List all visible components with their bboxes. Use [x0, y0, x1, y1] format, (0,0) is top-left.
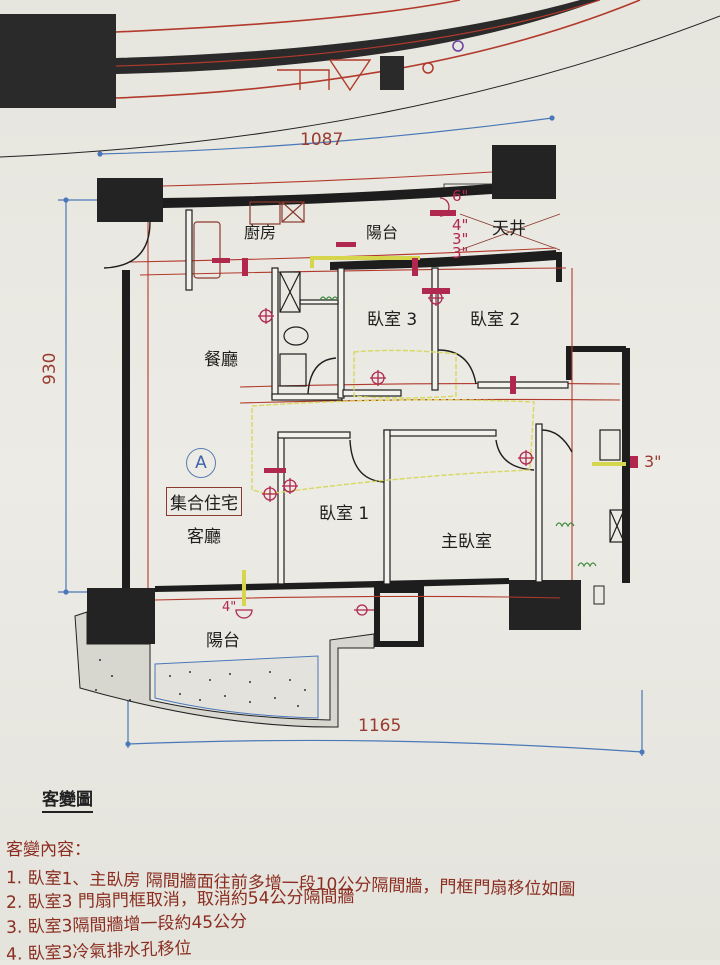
ac-coils: [319, 296, 597, 568]
unit-type-label: 集合住宅: [166, 487, 242, 516]
note-item-4: 4. 臥室3冷氣排水孔移位: [5, 938, 192, 965]
room-living: 客廳: [187, 527, 221, 547]
bathroom-fixtures: [279, 271, 625, 543]
room-bedroom-1: 臥室 1: [319, 504, 370, 524]
room-master-bedroom: 主臥室: [441, 532, 492, 552]
dimension-lines: [58, 115, 645, 756]
interior-partitions: [185, 209, 569, 585]
door-swings: [103, 221, 573, 483]
yellow-pipes: [242, 256, 626, 606]
exterior-walls: [122, 184, 630, 647]
room-dining: 餐廳: [204, 350, 238, 370]
pipe-label-4in-bottom: 4": [222, 600, 237, 615]
pipe-label-3in-right: 3": [644, 452, 662, 471]
planter-dots: [95, 659, 306, 707]
revision-clouds: [251, 349, 535, 495]
pipe-label-6in: 6": [452, 187, 469, 205]
target-symbols: [235, 197, 534, 619]
pipe-label-4in-top: 4": [452, 216, 469, 234]
room-lightwell: 天井: [492, 219, 526, 239]
room-bedroom-2: 臥室 2: [470, 310, 521, 330]
pipe-label-3in-top-b: 3": [452, 244, 469, 262]
lightwell-cross: [443, 183, 561, 251]
dimension-bottom-width: 1165: [358, 716, 402, 736]
dimension-top-width: 1087: [300, 130, 344, 150]
balcony-planter: [74, 611, 375, 728]
room-balcony-bottom: 陽台: [206, 631, 240, 651]
upper-plan-fragment: [0, 0, 720, 158]
fixtures: [193, 201, 305, 279]
unit-marker-a: A: [186, 448, 216, 478]
notes-heading: 客變內容：: [6, 840, 91, 860]
dimension-left-height: 930: [40, 352, 60, 385]
room-kitchen: 廚房: [244, 223, 277, 242]
small-door-detail: [593, 585, 605, 605]
room-bedroom-3: 臥室 3: [367, 310, 418, 330]
room-balcony-top: 陽台: [366, 223, 399, 242]
columns: [87, 145, 581, 644]
notes-title: 客變圖: [42, 785, 93, 813]
pipe-label-3in-top-a: 3": [452, 230, 469, 248]
